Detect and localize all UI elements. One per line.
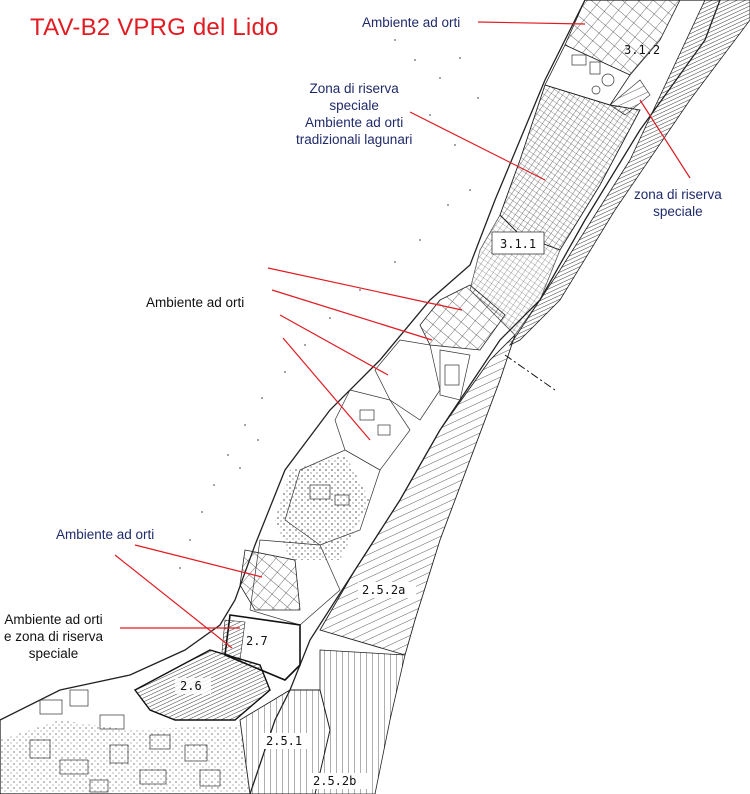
zone-2-6-code: 2.6 xyxy=(180,679,202,693)
label-line: tradizionali lagunari xyxy=(296,132,413,147)
zone-2-5-2b-label-bg xyxy=(310,773,368,789)
label-ambiente-lower: Ambiente ad orti xyxy=(56,527,155,542)
label-ambiente-top: Ambiente ad orti xyxy=(362,15,461,30)
zone-3-1-2-buildings xyxy=(571,54,615,95)
label-line: speciale xyxy=(653,204,703,219)
zone-2-5-2a-code: 2.5.2a xyxy=(362,583,405,597)
zone-2-5-2a-label-bg xyxy=(358,582,416,598)
zone-3-1-2-area xyxy=(564,0,681,76)
zone-2-5-2b-area xyxy=(314,649,406,794)
label-line: speciale xyxy=(329,98,379,113)
label-ambiente-bottom: Ambiente ad orti e zona di riserva speci… xyxy=(4,611,103,662)
zone-2-5-1-label-bg xyxy=(262,733,312,749)
label-line: e zona di riserva xyxy=(4,629,104,644)
lagoon-edge-band xyxy=(508,0,750,347)
zone-3-1-2-code: 3.1.2 xyxy=(624,43,660,57)
dotted-garden-area xyxy=(275,455,370,560)
boundary-dashdot-line xyxy=(504,354,556,391)
zone-3-1-1-block xyxy=(491,231,545,255)
leader-lines xyxy=(114,21,691,649)
map-title: TAV-B2 VPRG del Lido xyxy=(30,14,279,41)
label-line: Ambiente ad orti xyxy=(305,115,404,130)
zone-2-5-2b-code: 2.5.2b xyxy=(313,774,356,788)
label-line: Ambiente ad orti xyxy=(4,612,103,627)
zone-2-7-code: 2.7 xyxy=(246,634,268,648)
orti-lower-block xyxy=(239,549,301,611)
orti-mid-block xyxy=(419,284,506,351)
label-zona-riserva-right: zona di riserva speciale xyxy=(634,186,722,220)
label-line: Zona di riserva xyxy=(309,81,399,96)
lower-left-dotted xyxy=(0,720,250,794)
zone-3-1-1-code: 3.1.1 xyxy=(500,237,536,251)
shoreline-dots xyxy=(179,39,479,569)
zone-2-5-1-code: 2.5.1 xyxy=(266,734,302,748)
label-line: speciale xyxy=(28,646,79,661)
zone-2-5-2a-area xyxy=(319,334,516,656)
zone-2-6-label-bg xyxy=(175,678,211,694)
label-zona-riserva-block: Zona di riserva speciale Ambiente ad ort… xyxy=(296,80,412,148)
label-ambiente-mid: Ambiente ad orti xyxy=(146,295,245,310)
label-line: zona di riserva xyxy=(634,187,722,202)
